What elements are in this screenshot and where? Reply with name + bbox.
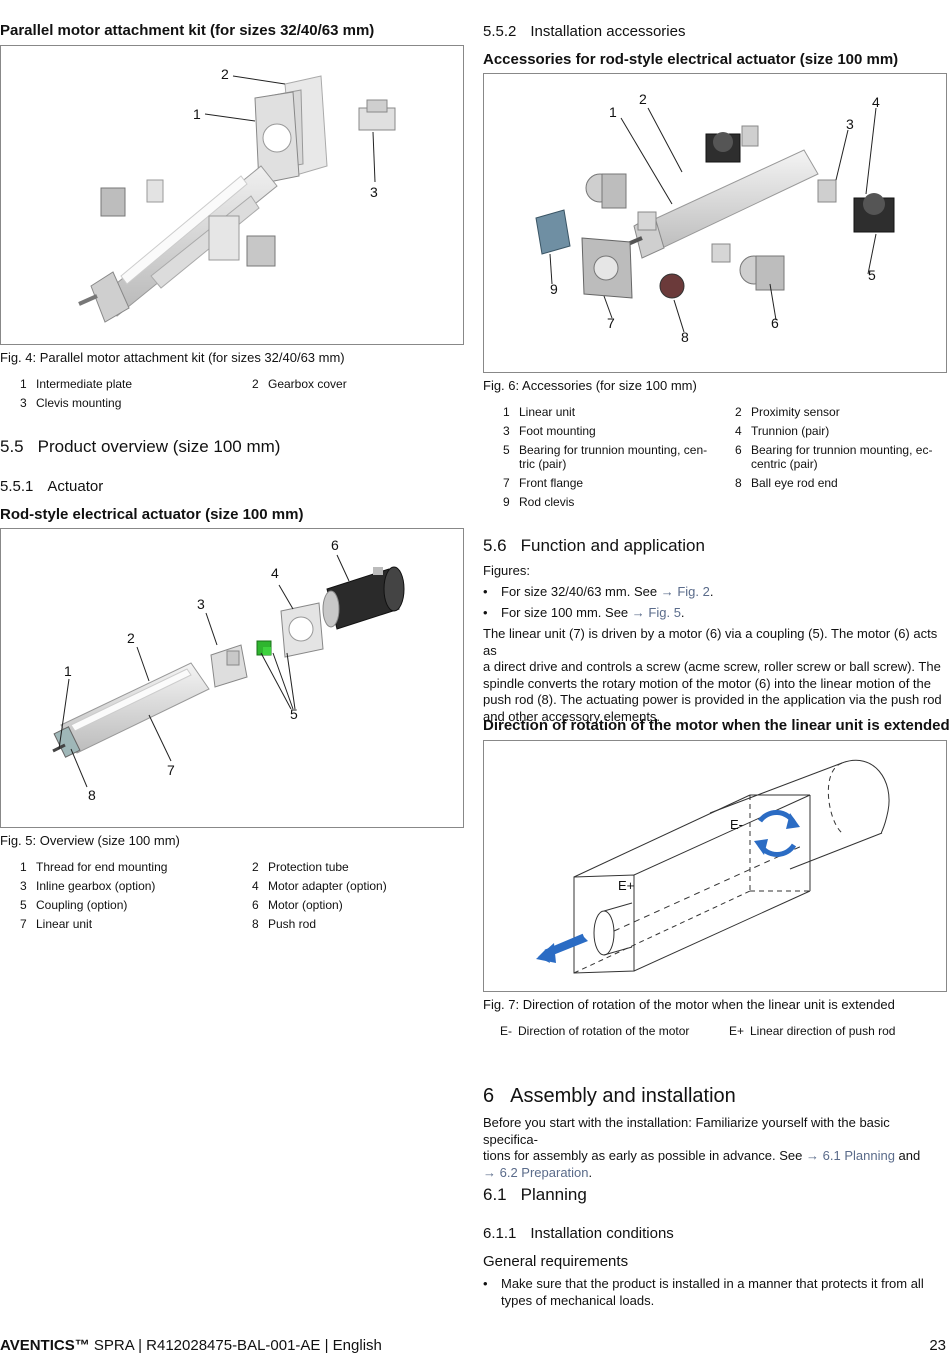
link-6-1-planning[interactable]: → 6.1 Planning <box>806 1148 895 1163</box>
fig7-legend-e-plus: E+Linear direction of push rod <box>729 1024 896 1038</box>
fig4-callout-2: 2 <box>221 66 229 82</box>
figure-7-illustration <box>536 759 890 974</box>
fig6-callout-1: 1 <box>609 104 617 120</box>
fig6-callout-7: 7 <box>607 315 615 331</box>
fig5-callout-7: 7 <box>167 762 175 778</box>
fig5-callout-6: 6 <box>331 537 339 553</box>
fig5-callout-5: 5 <box>290 706 298 722</box>
heading-accessories: Accessories for rod-style electrical act… <box>483 51 899 68</box>
fig6-callout-8: 8 <box>681 329 689 345</box>
figure-6-illustration <box>535 107 895 333</box>
footer-doc-info: AVENTICS™ SPRA | R412028475-BAL-001-AE |… <box>0 1337 382 1354</box>
figure-4: 2 1 3 <box>0 45 464 345</box>
brand-name: AVENTICS™ <box>0 1337 90 1354</box>
fig5-callout-8: 8 <box>88 787 96 803</box>
heading-parallel-kit: Parallel motor attachment kit (for sizes… <box>0 22 375 39</box>
figure-4-illustration <box>78 75 396 323</box>
fig6-callout-2: 2 <box>639 91 647 107</box>
page-number: 23 <box>929 1337 946 1354</box>
figure-5: 6 4 3 2 1 5 7 8 <box>0 528 464 828</box>
figure-5-illustration <box>52 554 405 788</box>
heading-rod-style: Rod-style electrical actuator (size 100 … <box>0 506 304 523</box>
paragraph-function: The linear unit (7) is driven by a motor… <box>483 626 942 724</box>
link-6-2-preparation[interactable]: → 6.2 Preparation <box>483 1164 589 1180</box>
heading-direction: Direction of rotation of the motor when … <box>483 717 950 734</box>
fig6-callout-3: 3 <box>846 116 854 132</box>
fig6-callout-5: 5 <box>868 267 876 283</box>
fig6-callout-4: 4 <box>872 94 880 110</box>
fig5-callout-3: 3 <box>197 596 205 612</box>
heading-general-requirements: General requirements <box>483 1253 629 1270</box>
fig4-caption: Fig. 4: Parallel motor attachment kit (f… <box>0 350 345 365</box>
fig5-caption: Fig. 5: Overview (size 100 mm) <box>0 833 180 848</box>
fig7-caption: Fig. 7: Direction of rotation of the mot… <box>483 997 895 1012</box>
fig5-callout-4: 4 <box>271 565 279 581</box>
fig5-callout-2: 2 <box>127 630 135 646</box>
fig4-callout-1: 1 <box>193 106 201 122</box>
fig5-callout-1: 1 <box>64 663 72 679</box>
fig4-callout-3: 3 <box>370 184 378 200</box>
fig6-callout-9: 9 <box>550 281 558 297</box>
fig7-label-e-minus: E- <box>730 817 743 832</box>
paragraph-assembly: Before you start with the installation: … <box>483 1115 921 1180</box>
fig7-legend-e-minus: E-Direction of rotation of the motor <box>500 1024 690 1038</box>
link-fig-2[interactable]: → Fig. 2 <box>660 584 710 599</box>
figure-6: 1 2 4 3 5 6 7 8 9 <box>483 73 947 373</box>
bullet-size-32: •For size 32/40/63 mm. See → Fig. 2. <box>483 584 714 599</box>
fig7-label-e-plus: E+ <box>618 878 635 893</box>
fig6-callout-6: 6 <box>771 315 779 331</box>
bullet-size-100: •For size 100 mm. See → Fig. 5. <box>483 605 685 620</box>
figure-7: E- E+ <box>483 740 947 992</box>
figures-label: Figures: <box>483 563 530 578</box>
bullet-general: •Make sure that the product is installed… <box>483 1276 924 1308</box>
link-fig-5[interactable]: → Fig. 5 <box>631 605 681 620</box>
fig6-caption: Fig. 6: Accessories (for size 100 mm) <box>483 378 697 393</box>
